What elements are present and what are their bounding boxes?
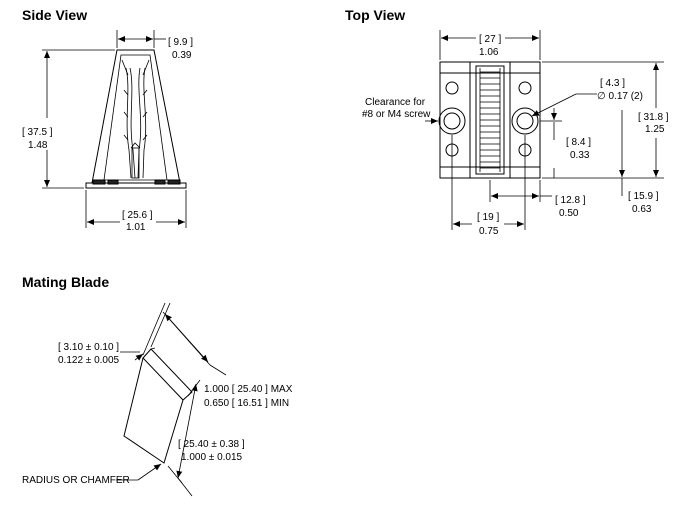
blade-length-dimension: 1.000 [ 25.40 ] MAX 0.650 [ 16.51 ] MIN <box>162 311 293 409</box>
top-view-body <box>438 61 541 179</box>
top-clearance-line1: Clearance for <box>365 97 426 108</box>
side-height-in: 1.48 <box>28 140 48 151</box>
top-hole-spacing-in: 0.75 <box>479 226 499 237</box>
top-width-in: 1.06 <box>479 47 499 58</box>
blade-width-in: 1.000 ± 0.015 <box>181 452 243 463</box>
top-hole-spacing-dimension: [ 19 ] 0.75 <box>451 135 526 237</box>
side-view-body <box>85 49 187 189</box>
top-bottom-offset-in: 0.63 <box>632 204 652 215</box>
blade-radius-callout: RADIUS OR CHAMFER <box>22 463 162 486</box>
top-offset-x-in: 0.50 <box>559 208 579 219</box>
top-view-title: Top View <box>345 7 405 23</box>
top-view: Top View [ 27 <box>345 7 669 237</box>
blade-width-dimension: [ 25.40 ± 0.38 ] 1.000 ± 0.015 <box>167 379 245 497</box>
blade-radius-label: RADIUS OR CHAMFER <box>22 475 130 486</box>
blade-thickness-in: 0.122 ± 0.005 <box>58 355 120 366</box>
side-view-title: Side View <box>22 7 87 23</box>
side-height-mm: [ 37.5 ] <box>22 127 53 138</box>
side-base-width-mm: [ 25.6 ] <box>122 210 153 221</box>
top-clearance-callout: Clearance for #8 or M4 screw <box>362 97 438 124</box>
top-offset-y-dimension: [ 8.4 ] 0.33 <box>540 108 591 178</box>
side-view: Side View [ 9.9 ] <box>22 7 193 233</box>
top-bottom-offset-dimension: [ 15.9 ] 0.63 <box>619 110 659 215</box>
top-hole-spacing-mm: [ 19 ] <box>477 212 499 223</box>
top-height-mm: [ 31.8 ] <box>638 112 669 123</box>
top-hole-mm: [ 4.3 ] <box>600 78 625 89</box>
top-offset-x-mm: [ 12.8 ] <box>555 195 586 206</box>
top-offset-x-dimension: [ 12.8 ] 0.50 <box>489 180 586 219</box>
side-height-dimension: [ 37.5 ] 1.48 <box>22 49 115 189</box>
mating-blade: Mating Blade [ 3.10 ± 0.10 ] 0.122 ± 0.0… <box>22 274 293 497</box>
top-width-mm: [ 27 ] <box>479 34 501 45</box>
blade-length-min: 0.650 [ 16.51 ] MIN <box>204 398 289 409</box>
top-height-in: 1.25 <box>645 124 665 135</box>
blade-thickness-mm: [ 3.10 ± 0.10 ] <box>58 342 119 353</box>
top-width-dimension: [ 27 ] 1.06 <box>439 30 541 60</box>
top-hole-in: ∅ 0.17 (2) <box>597 91 643 102</box>
side-base-width-in: 1.01 <box>126 222 146 233</box>
top-offset-y-in: 0.33 <box>570 150 590 161</box>
top-bottom-offset-mm: [ 15.9 ] <box>628 191 659 202</box>
top-offset-y-mm: [ 8.4 ] <box>566 137 591 148</box>
top-clearance-line2: #8 or M4 screw <box>362 109 431 120</box>
blade-width-mm: [ 25.40 ± 0.38 ] <box>178 439 245 450</box>
blade-thickness-dimension: [ 3.10 ± 0.10 ] 0.122 ± 0.005 <box>58 302 171 366</box>
side-base-width-dimension: [ 25.6 ] 1.01 <box>85 190 187 233</box>
top-height-dimension: [ 31.8 ] 1.25 <box>542 61 669 179</box>
side-top-width-in: 0.39 <box>172 50 192 61</box>
top-hole-dimension: [ 4.3 ] ∅ 0.17 (2) <box>531 78 643 117</box>
side-top-width-mm: [ 9.9 ] <box>168 37 193 48</box>
mating-blade-title: Mating Blade <box>22 274 109 290</box>
side-top-width-dimension: [ 9.9 ] 0.39 <box>116 30 193 61</box>
blade-length-max: 1.000 [ 25.40 ] MAX <box>204 384 293 395</box>
